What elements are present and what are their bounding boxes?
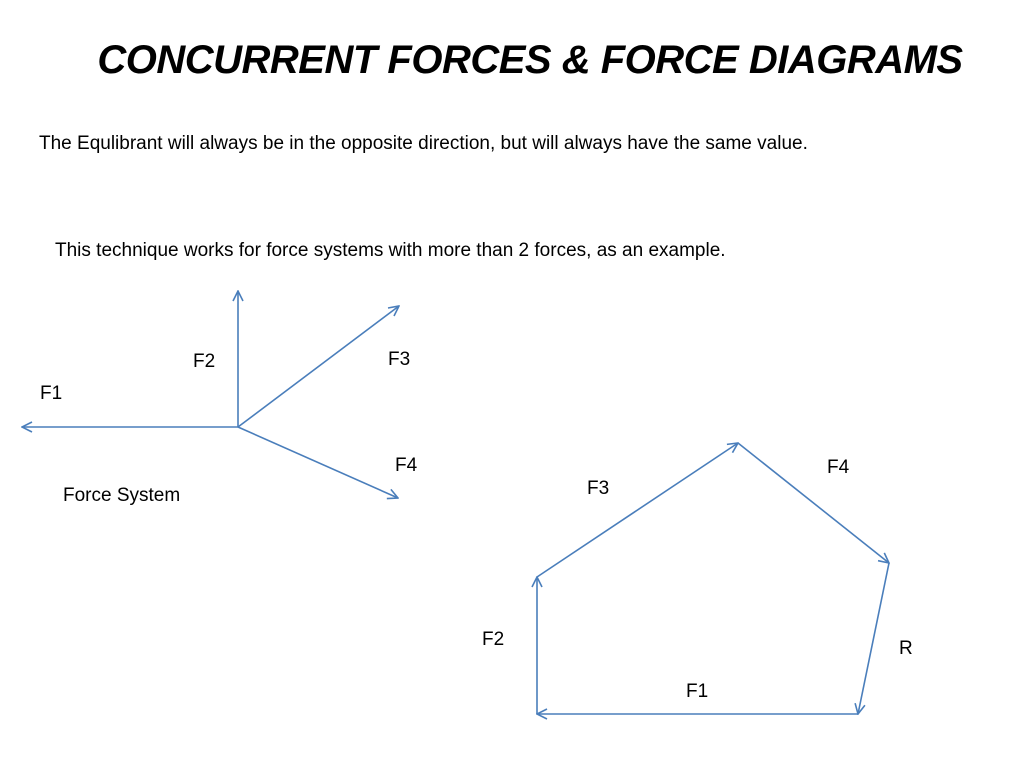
force-polygon-f3-arrow (536, 443, 738, 578)
force-system-caption: Force System (63, 485, 180, 506)
force-system-f4-arrow (237, 426, 398, 498)
force-system-f4-label: F4 (395, 455, 418, 476)
force-polygon-f4-arrow (737, 442, 889, 563)
force-system-f3-arrow (237, 306, 399, 428)
force-polygon-f3-label: F3 (587, 478, 609, 499)
force-polygon: F1 F2 F3 F4 R (482, 443, 913, 714)
force-polygon-f1-label: F1 (686, 681, 708, 702)
force-system-f2-label: F2 (193, 351, 215, 372)
force-polygon-f2-label: F2 (482, 629, 504, 650)
force-polygon-r-arrow (858, 562, 890, 714)
technique-note: This technique works for force systems w… (55, 240, 726, 261)
force-polygon-r-label: R (899, 638, 913, 659)
force-system-f1-label: F1 (40, 383, 62, 404)
force-system-f3-label: F3 (388, 349, 410, 370)
force-system: F1 F2 F3 F4 Force System (22, 291, 418, 506)
slide-title: CONCURRENT FORCES & FORCE DIAGRAMS (97, 38, 963, 82)
force-polygon-f4-label: F4 (827, 457, 850, 478)
equilibrant-note: The Equlibrant will always be in the opp… (39, 133, 808, 154)
